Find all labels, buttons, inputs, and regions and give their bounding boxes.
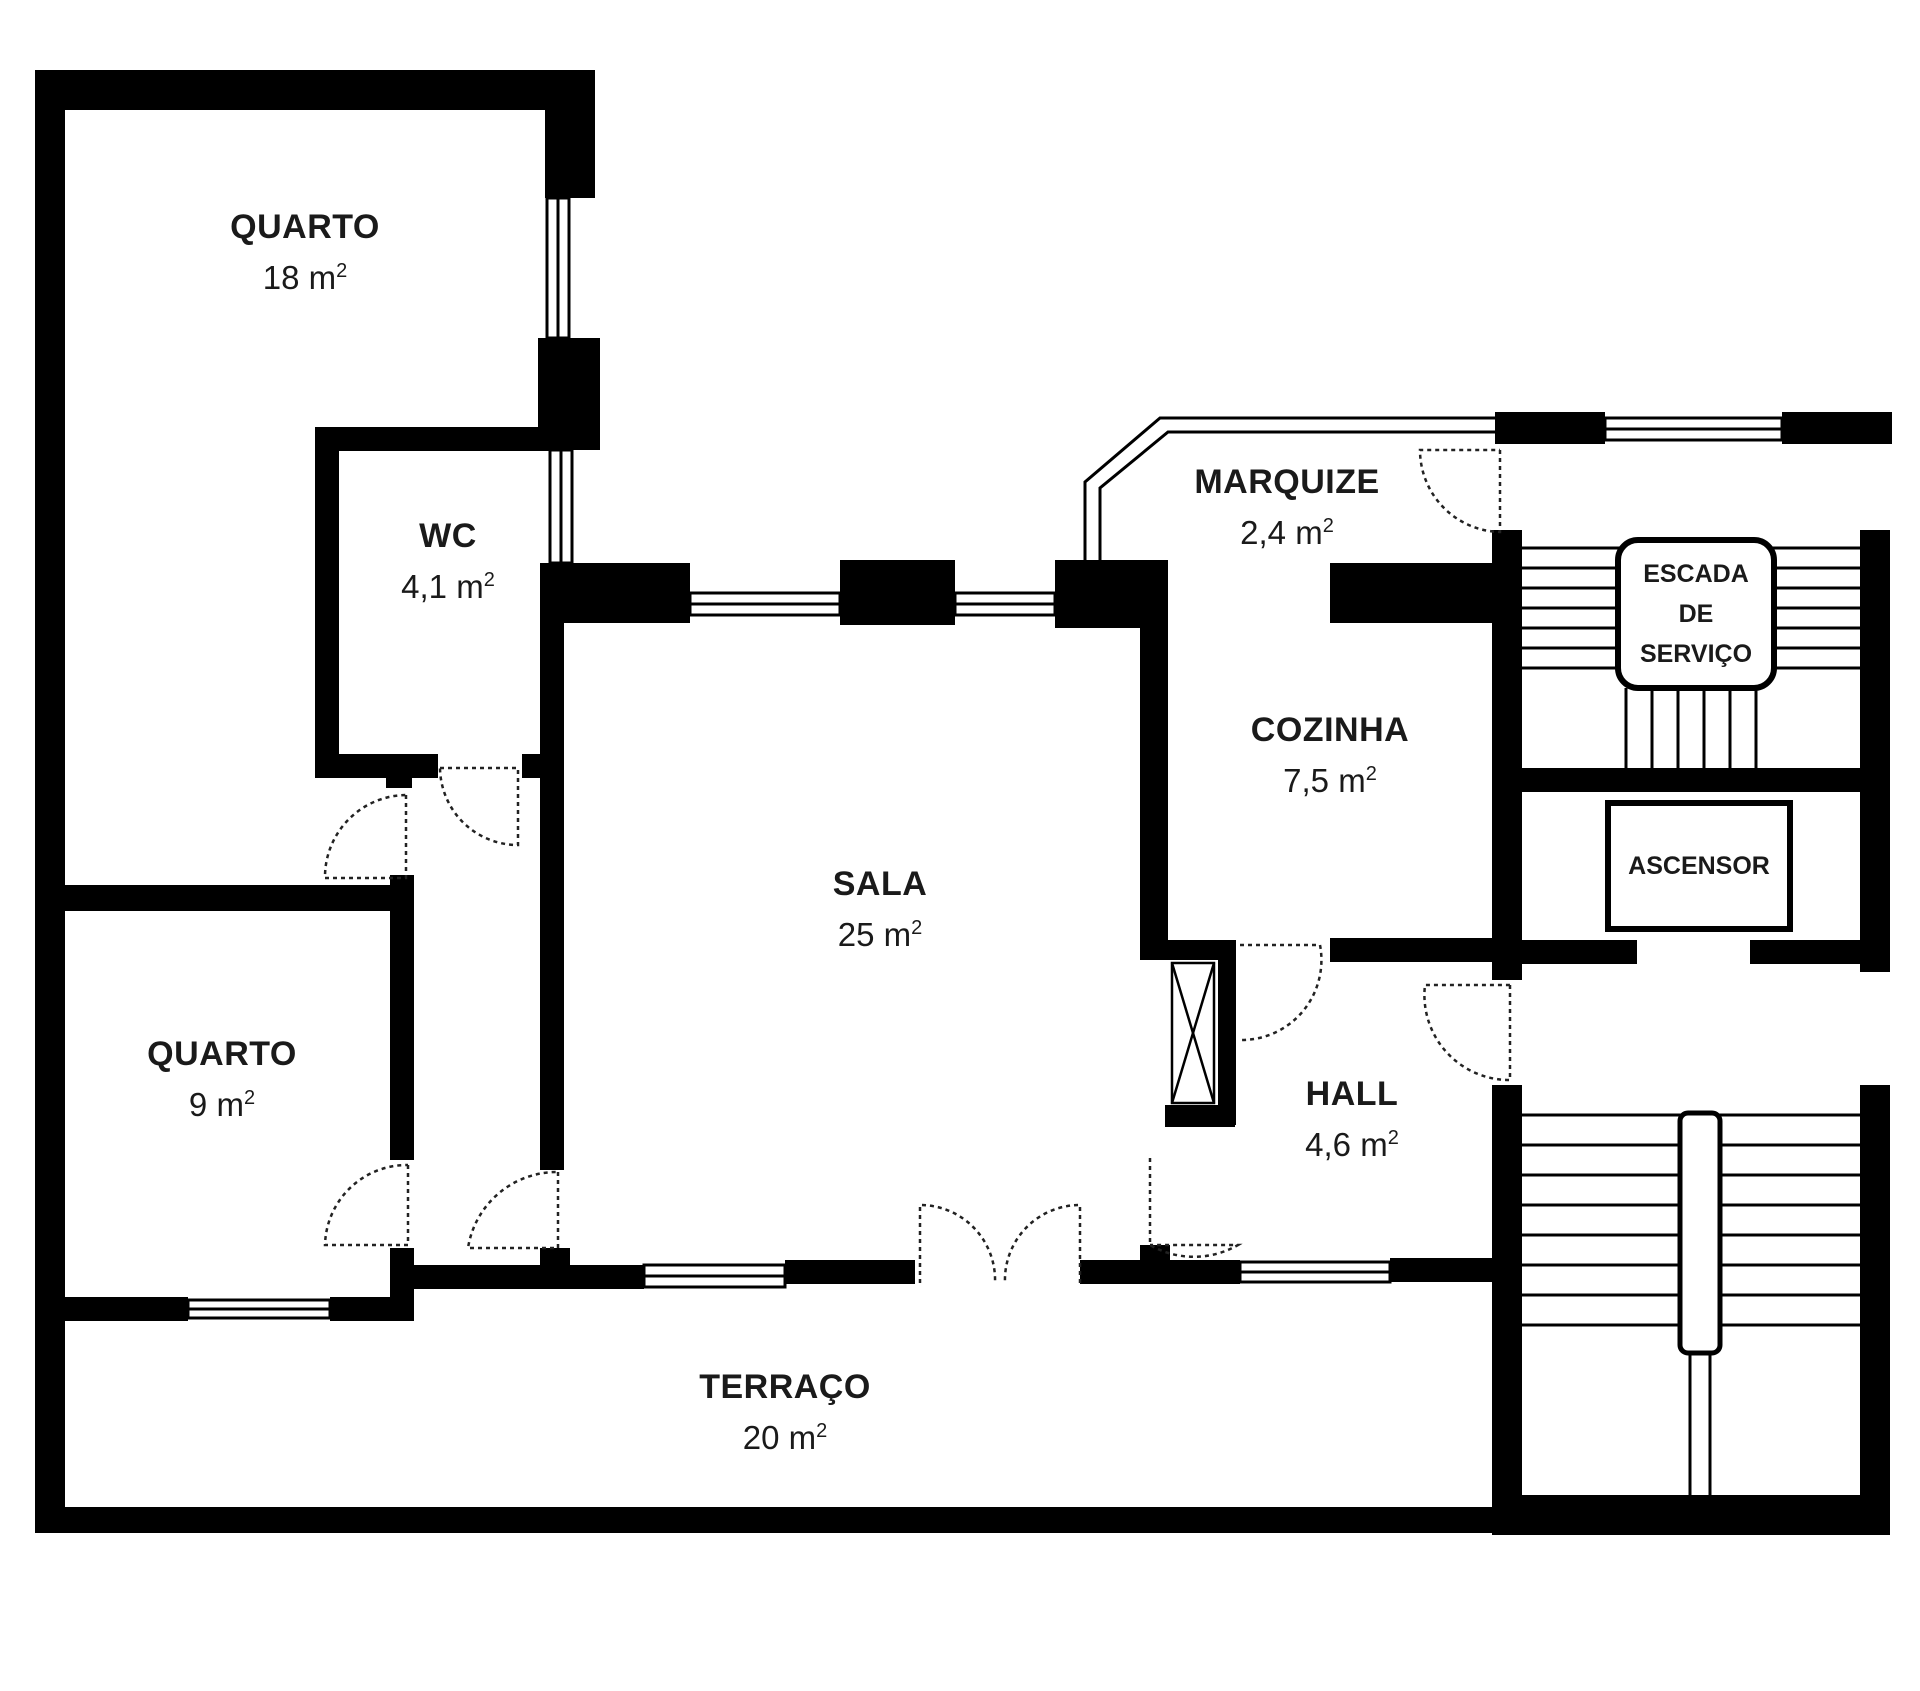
room-hall: HALL 4,6 m2 bbox=[1305, 1072, 1399, 1167]
room-area: 25 m2 bbox=[837, 916, 923, 953]
room-name: COZINHA bbox=[1250, 711, 1410, 749]
room-area: 2,4 m2 bbox=[1240, 514, 1334, 551]
walls bbox=[35, 70, 1892, 1535]
room-cozinha: COZINHA 7,5 m2 bbox=[1251, 708, 1409, 803]
room-name: HALL bbox=[1305, 1075, 1399, 1113]
room-marquize: MARQUIZE 2,4 m2 bbox=[1194, 460, 1379, 555]
room-quarto-top: QUARTO 18 m2 bbox=[230, 205, 380, 300]
room-name: WC bbox=[419, 517, 477, 555]
closet bbox=[1170, 961, 1216, 1105]
room-area: 9 m2 bbox=[188, 1086, 256, 1123]
ascensor-label: ASCENSOR bbox=[1628, 852, 1770, 880]
room-wc: WC 4,1 m2 bbox=[401, 514, 495, 609]
room-name: TERRAÇO bbox=[699, 1368, 871, 1406]
room-sala: SALA 25 m2 bbox=[833, 862, 928, 957]
room-name: SALA bbox=[832, 865, 928, 903]
room-name: QUARTO bbox=[230, 208, 380, 246]
room-area: 18 m2 bbox=[262, 259, 348, 296]
doors bbox=[323, 448, 1512, 1284]
escada-servico-label: ESCADA DE SERVIÇO bbox=[1618, 540, 1774, 688]
room-name: MARQUIZE bbox=[1194, 463, 1380, 501]
escada-line: SERVIÇO bbox=[1639, 640, 1753, 668]
room-name: QUARTO bbox=[147, 1035, 297, 1073]
service-boxes bbox=[1605, 537, 1793, 932]
escada-line: ESCADA bbox=[1643, 560, 1749, 588]
room-quarto-bottom: QUARTO 9 m2 bbox=[147, 1032, 297, 1127]
ascensor-box bbox=[1605, 800, 1793, 932]
room-area: 20 m2 bbox=[742, 1419, 828, 1456]
room-area: 4,1 m2 bbox=[401, 568, 495, 605]
room-terraco: TERRAÇO 20 m2 bbox=[699, 1365, 871, 1460]
escada-line: DE bbox=[1678, 600, 1714, 628]
room-area: 7,5 m2 bbox=[1283, 762, 1377, 799]
windows bbox=[186, 196, 1784, 1320]
escada-box bbox=[1615, 537, 1777, 691]
room-area: 4,6 m2 bbox=[1305, 1126, 1399, 1163]
